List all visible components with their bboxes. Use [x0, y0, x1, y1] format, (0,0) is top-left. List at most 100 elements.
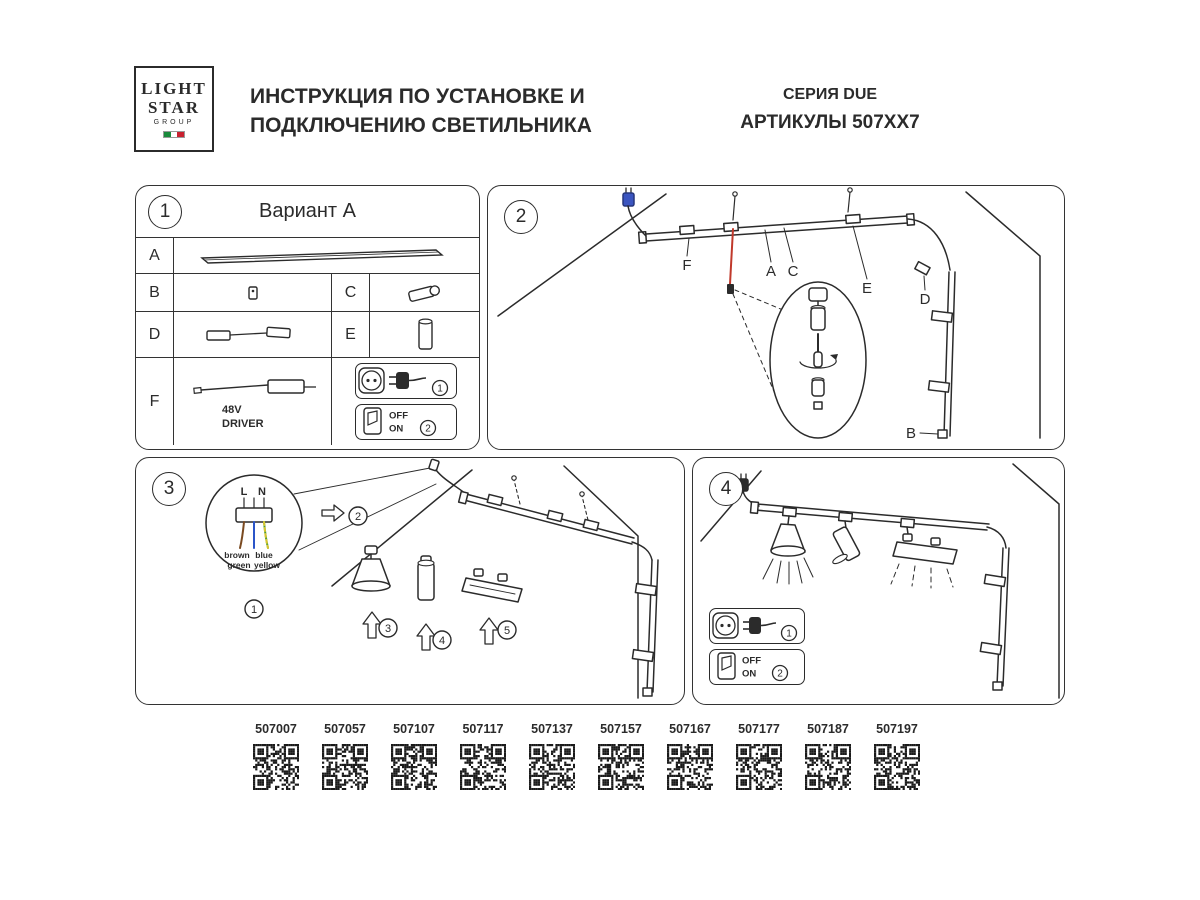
insert-arrow-4-icon	[416, 623, 436, 651]
power-switch-boxes: 1 OFF ON 2	[709, 608, 805, 685]
step-number-circles	[244, 506, 517, 650]
rocker-switch-icon	[717, 652, 736, 680]
rocker-switch-icon	[362, 407, 382, 435]
qr-item: 507107	[390, 722, 438, 791]
qr-item: 507177	[735, 722, 783, 791]
light-rays	[762, 557, 814, 585]
part-label-e: E	[332, 312, 370, 357]
part-label-c: C	[332, 274, 370, 311]
ceiling-track	[749, 501, 990, 531]
plug-icon	[743, 617, 777, 634]
qr-item: 507157	[597, 722, 645, 791]
lightstar-logo: LIGHT STAR GROUP	[134, 66, 214, 152]
step-circle-3: 3	[152, 472, 186, 506]
panel-1-parts-table: 1 Вариант А A B C	[135, 185, 480, 450]
qr-item: 507167	[666, 722, 714, 791]
magnifier-detail	[769, 281, 867, 439]
label-d: D	[920, 291, 931, 308]
step-circle-1: 1	[148, 195, 182, 229]
step-circle-4: 4	[709, 472, 743, 506]
step-4-number: 4	[439, 635, 445, 647]
svg-text:1: 1	[437, 383, 443, 394]
qr-code	[735, 744, 783, 791]
driver-cable-icon	[193, 379, 316, 395]
switch-off-label: OFF	[742, 656, 761, 667]
switch-off-label: OFF	[389, 411, 408, 422]
step-2-badge: 2	[419, 419, 436, 437]
panel-3-wiring: 3	[135, 457, 685, 705]
qr-item: 507057	[321, 722, 369, 791]
switch-on-label: ON	[742, 669, 756, 680]
qr-code	[528, 744, 576, 791]
cylinder-spot-angled	[832, 520, 861, 565]
part-row-bc: B C	[136, 274, 479, 312]
mains-plug-icon	[622, 187, 647, 237]
part-row-de: D E	[136, 312, 479, 358]
qr-code	[597, 744, 645, 791]
wall-socket-icon	[712, 612, 739, 639]
hanging-power-wire	[727, 228, 734, 294]
slide-arrow-icon	[321, 504, 345, 522]
qr-code	[459, 744, 507, 791]
qr-article-number: 507007	[255, 722, 297, 736]
qr-article-number: 507187	[807, 722, 849, 736]
plug-icon	[388, 372, 426, 389]
ceiling-edge-line	[331, 469, 473, 587]
driver-word: DRIVER	[222, 417, 264, 430]
label-f: F	[682, 257, 691, 274]
circle-leader-lines	[293, 467, 437, 551]
qr-article-number: 507167	[669, 722, 711, 736]
step-1-badge: 1	[431, 379, 448, 397]
qr-item: 507197	[873, 722, 921, 791]
svg-text:1: 1	[786, 628, 792, 639]
track-rail-icon	[174, 238, 479, 273]
part-row-a: A	[136, 238, 479, 274]
cylinder-spot	[417, 555, 435, 601]
logo-word-light: LIGHT	[141, 79, 207, 99]
wall-track-vertical	[927, 271, 956, 439]
qr-code	[873, 744, 921, 791]
part-label-b: B	[136, 274, 174, 311]
series-label: СЕРИЯ DUE	[782, 86, 878, 103]
logo-word-group: GROUP	[153, 118, 195, 126]
qr-item: 507137	[528, 722, 576, 791]
wire-label-brown: brown	[224, 550, 250, 560]
panel-2-assembly: 2	[487, 185, 1065, 450]
step-1-badge: 1	[780, 624, 798, 642]
step-1-number: 1	[251, 604, 257, 616]
ceiling-screw-icon	[513, 479, 589, 521]
qr-article-number: 507107	[393, 722, 435, 736]
part-row-f: F 48V DRIVER	[136, 358, 479, 445]
end-cap-icon	[174, 274, 332, 311]
mains-entry-wire	[428, 458, 467, 495]
ceiling-track	[457, 490, 635, 545]
label-b: B	[906, 425, 916, 442]
label-e: E	[862, 280, 872, 297]
insert-arrow-3-icon	[362, 611, 382, 639]
wire-label-green: green	[227, 560, 250, 570]
connector-pair-icon	[174, 312, 332, 357]
svg-text:2: 2	[425, 423, 431, 434]
part-label-f: F	[136, 358, 174, 445]
wall-track-vertical	[979, 526, 1010, 691]
label-c: C	[788, 263, 799, 280]
step-2-number: 2	[355, 511, 361, 523]
power-connect-box: 1	[354, 363, 457, 399]
qr-code	[252, 744, 300, 791]
qr-code	[390, 744, 438, 791]
articles-label: АРТИКУЛЫ 507XX7	[740, 112, 920, 133]
insert-arrow-5-icon	[479, 617, 499, 645]
qr-article-number: 507197	[876, 722, 918, 736]
svg-text:2: 2	[777, 668, 783, 679]
wall-corner-line	[563, 465, 639, 699]
power-switch-box: OFF ON 2	[354, 404, 457, 440]
qr-article-number: 507137	[531, 722, 573, 736]
step-2-badge: 2	[771, 664, 789, 682]
driver-text: 48V DRIVER	[222, 404, 264, 430]
page-title: ИНСТРУКЦИЯ ПО УСТАНОВКЕ И ПОДКЛЮЧЕНИЮ СВ…	[250, 82, 670, 141]
variant-a-label: Вариант А	[259, 200, 356, 222]
title-line-2: ПОДКЛЮЧЕНИЮ СВЕТИЛЬНИКА	[250, 114, 592, 138]
ceiling-edge-line	[700, 470, 762, 542]
